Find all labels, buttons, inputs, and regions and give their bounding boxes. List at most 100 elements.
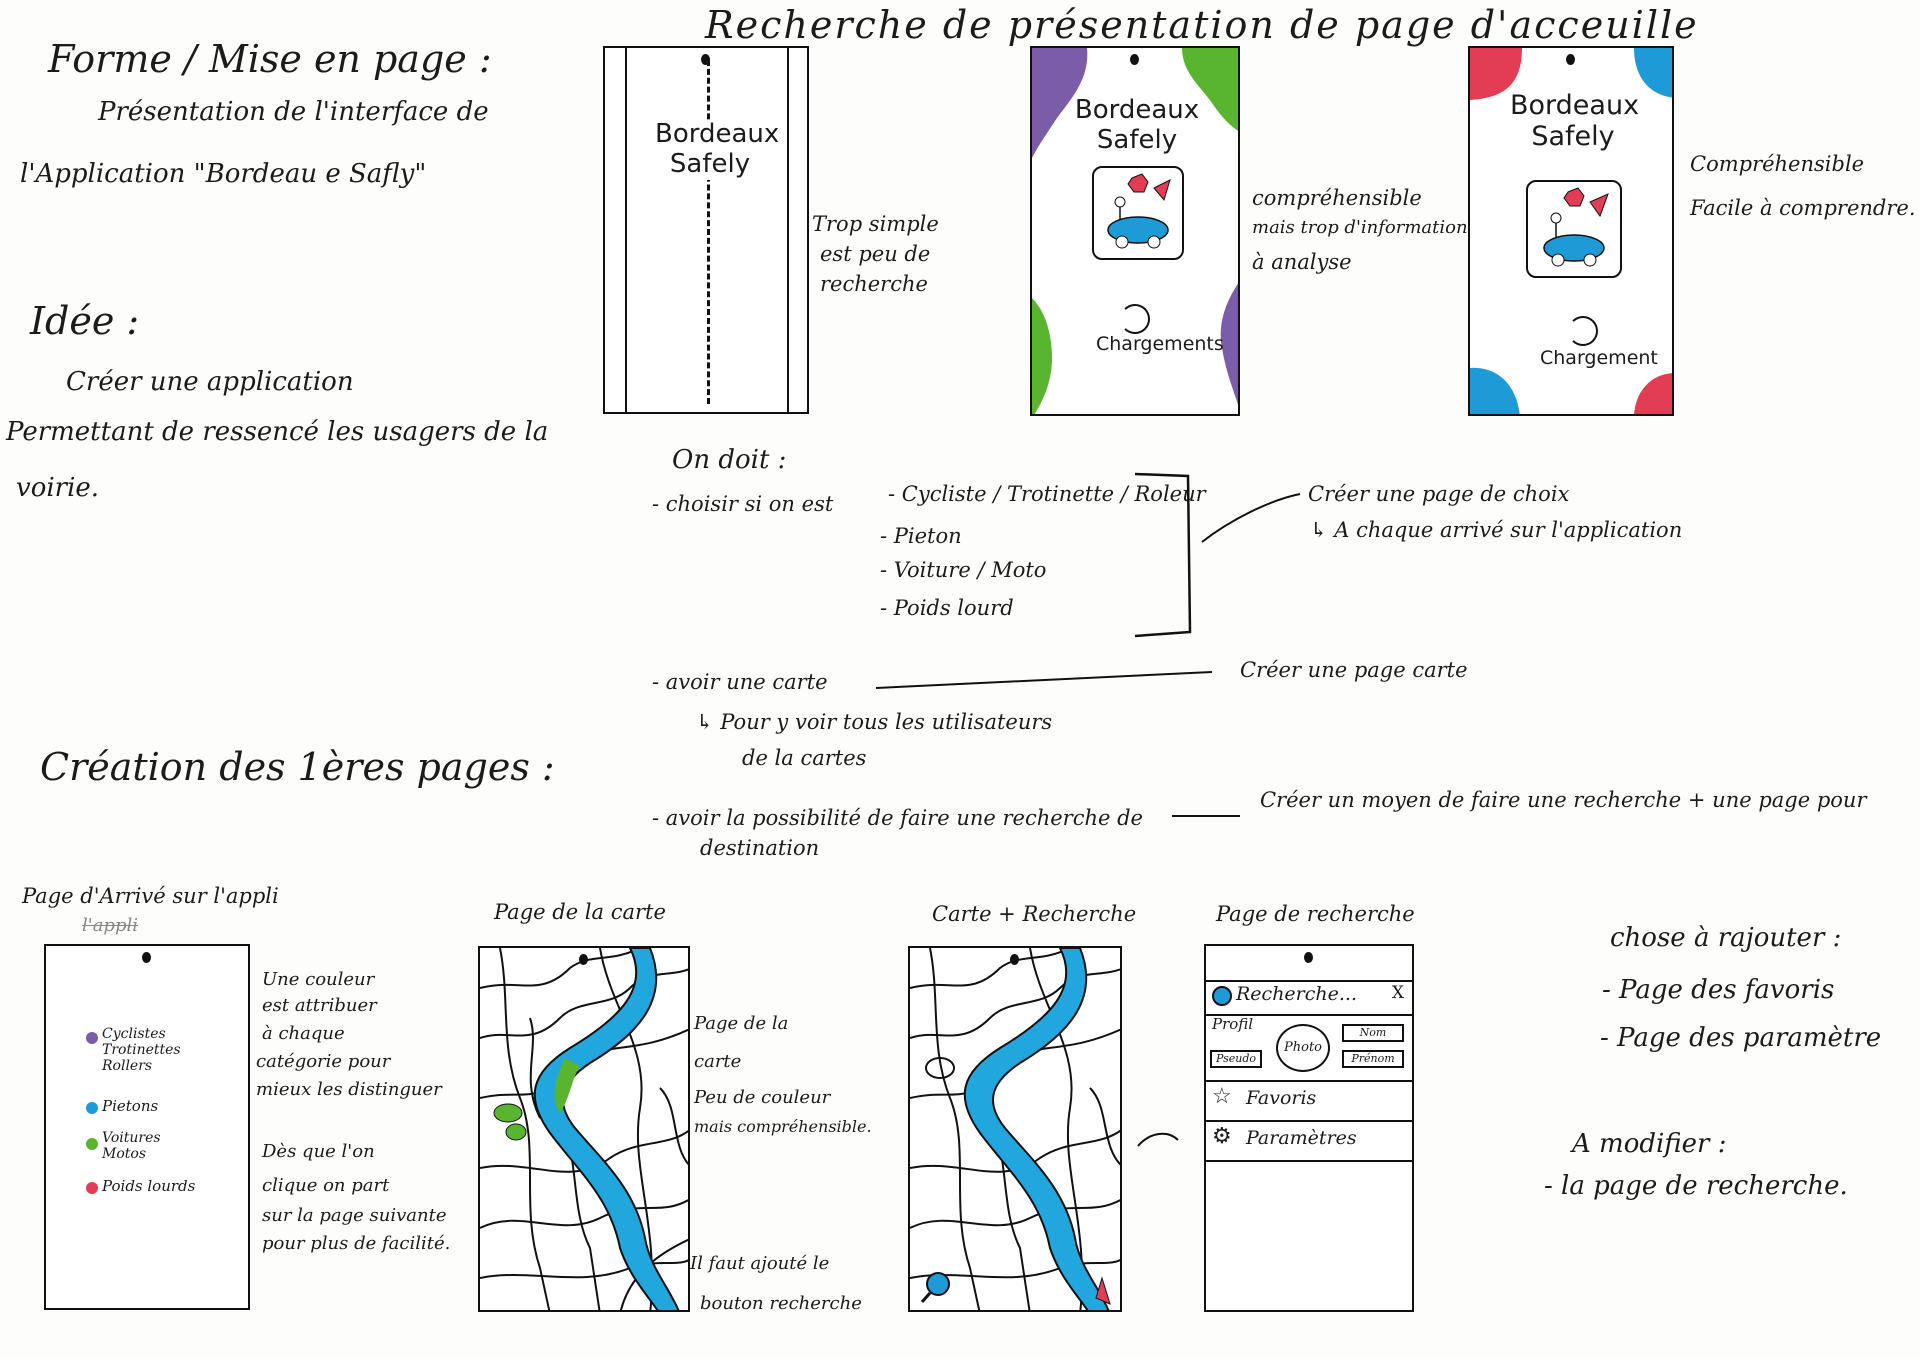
corner-circles bbox=[1470, 48, 1672, 414]
page3-title: Carte + Recherche bbox=[932, 902, 1137, 926]
legend-label-3: Voitures Motos bbox=[102, 1130, 161, 1163]
legend-dot-purple bbox=[86, 1032, 98, 1044]
legend-label-2: Pietons bbox=[102, 1097, 159, 1115]
blob-blue-top-right bbox=[1634, 48, 1672, 98]
comment-2-line2: mais trop d'information bbox=[1252, 217, 1468, 238]
ondoit-opt4: - Poids lourd bbox=[880, 596, 1014, 620]
ondoit-res2: Créer une page carte bbox=[1240, 658, 1468, 682]
ondoit-res1b: ↳ A chaque arrivé sur l'application bbox=[1310, 518, 1683, 542]
ondoit-item2b: ↳ Pour y voir tous les utilisateurs bbox=[696, 710, 1053, 734]
mockup-detailed: Bordeaux Safely Chargements bbox=[1030, 46, 1240, 416]
idea-line1: Créer une application bbox=[66, 367, 354, 397]
idea-line2: Permettant de ressencé les usagers de la bbox=[6, 417, 549, 447]
search-icon bbox=[1212, 986, 1232, 1006]
loading-label: Chargement bbox=[1540, 347, 1658, 369]
notch bbox=[579, 954, 588, 965]
settings-row[interactable]: ⚙ Paramètres bbox=[1206, 1120, 1412, 1162]
top-bar bbox=[1206, 946, 1412, 982]
page2-note1-l4: mais compréhensible. bbox=[694, 1117, 872, 1136]
ondoit-res3: Créer un moyen de faire une recherche + … bbox=[1260, 788, 1867, 812]
page4-title: Page de recherche bbox=[1216, 902, 1415, 926]
link-line-2 bbox=[875, 671, 1213, 689]
arrow-to-search bbox=[1137, 1132, 1179, 1147]
mockup-map-search bbox=[908, 946, 1122, 1312]
close-icon[interactable]: X bbox=[1391, 983, 1404, 1003]
blob-purple-top-left bbox=[1032, 48, 1088, 158]
app-name: Bordeaux Safely bbox=[1510, 90, 1640, 153]
page2-title: Page de la carte bbox=[494, 900, 666, 924]
comment-2-line3: à analyse bbox=[1252, 250, 1352, 274]
todo-item2: - Page des paramètre bbox=[1600, 1023, 1882, 1053]
legend-label-1: Cyclistes Trotinettes Rollers bbox=[102, 1026, 181, 1075]
comment-1-line3: recherche bbox=[820, 272, 928, 296]
page1-note1-l3: à chaque bbox=[262, 1023, 345, 1044]
green-marker-2 bbox=[505, 1123, 527, 1141]
blob-purple-bottom-right bbox=[1220, 283, 1238, 405]
mockup-search-page: Recherche... X Profil Pseudo Photo Nom P… bbox=[1204, 944, 1414, 1312]
comment-3-line1: Compréhensible bbox=[1690, 152, 1865, 176]
page2-note2-l1: Il faut ajouté le bbox=[690, 1253, 830, 1274]
app-name: Bordeaux Safely bbox=[1074, 95, 1200, 155]
pseudo-field: Pseudo bbox=[1210, 1050, 1262, 1068]
todo-item1: - Page des favoris bbox=[1602, 975, 1835, 1005]
heading-left: Forme / Mise en page : bbox=[48, 37, 492, 81]
ondoit-item3: - avoir la possibilité de faire une rech… bbox=[652, 806, 1143, 830]
profile-row[interactable]: Profil Pseudo Photo Nom Prénom bbox=[1206, 1014, 1412, 1082]
search-row[interactable]: Recherche... X bbox=[1206, 980, 1412, 1016]
logo-box bbox=[1526, 180, 1622, 278]
comment-1-line1: Trop simple bbox=[812, 212, 939, 236]
mockup-arrival: Cyclistes Trotinettes Rollers Pietons Vo… bbox=[44, 944, 250, 1310]
map-drawing bbox=[480, 948, 688, 1310]
loading-icon bbox=[1568, 316, 1598, 346]
notch bbox=[142, 952, 151, 963]
legend-dot-green bbox=[86, 1138, 98, 1150]
notch bbox=[1304, 952, 1313, 963]
page1-note2-l1: Dès que l'on bbox=[262, 1141, 375, 1162]
corner-blobs bbox=[1032, 48, 1238, 414]
page1-title-crossed: l'appli bbox=[82, 915, 138, 936]
nom-field: Nom bbox=[1342, 1024, 1404, 1042]
page1-note1-l2: est attribuer bbox=[262, 995, 377, 1016]
logo-icon bbox=[1543, 187, 1609, 267]
gear-icon: ⚙ bbox=[1212, 1124, 1232, 1149]
destination-marker bbox=[1095, 1276, 1111, 1305]
legend-dot-blue bbox=[86, 1102, 98, 1114]
page1-note1-l4: catégorie pour bbox=[256, 1051, 391, 1072]
search-button-icon bbox=[926, 1272, 950, 1296]
ondoit-item1: - choisir si on est bbox=[652, 492, 834, 516]
page2-note1-l1: Page de la bbox=[694, 1013, 789, 1034]
page2-note1-l3: Peu de couleur bbox=[694, 1087, 831, 1108]
comment-2-line1: compréhensible bbox=[1252, 186, 1422, 210]
logo-box bbox=[1092, 166, 1184, 260]
blob-red-top-left bbox=[1470, 48, 1522, 100]
notch bbox=[1010, 954, 1019, 965]
favorites-row[interactable]: ☆ Favoris bbox=[1206, 1080, 1412, 1122]
notch bbox=[701, 54, 710, 65]
link-line-1 bbox=[1201, 493, 1301, 543]
logo-icon bbox=[1107, 173, 1171, 249]
idea-title: Idée : bbox=[30, 299, 140, 343]
green-path bbox=[554, 1058, 580, 1113]
legend-label-4: Poids lourds bbox=[102, 1177, 196, 1195]
ondoit-opt2: - Pieton bbox=[880, 524, 962, 548]
map-drawing bbox=[910, 948, 1120, 1310]
page1-note2-l2: clique on part bbox=[262, 1175, 390, 1196]
comment-3-line2: Facile à comprendre. bbox=[1690, 196, 1916, 220]
page2-note2-l2: bouton recherche bbox=[700, 1293, 862, 1314]
ondoit-res1a: Créer une page de choix bbox=[1308, 482, 1570, 506]
page1-note1-l5: mieux les distinguer bbox=[256, 1079, 442, 1100]
search-label: Recherche... bbox=[1236, 983, 1357, 1005]
blob-blue-bottom-left bbox=[1470, 367, 1520, 414]
loading-icon bbox=[1120, 304, 1150, 334]
favorites-label: Favoris bbox=[1246, 1087, 1317, 1109]
comment-1-line2: est peu de bbox=[820, 242, 931, 266]
mockup-map bbox=[478, 946, 690, 1312]
page2-note1-l2: carte bbox=[694, 1051, 742, 1072]
river bbox=[533, 948, 680, 1310]
modify-item1: - la page de recherche. bbox=[1544, 1171, 1848, 1201]
vertical-line-left bbox=[625, 48, 627, 412]
blob-green-bottom-left bbox=[1032, 298, 1052, 414]
legend-dot-red bbox=[86, 1182, 98, 1194]
subtitle-line2: l'Application "Bordeau e Safly" bbox=[20, 159, 427, 189]
app-name: Bordeaux Safely bbox=[655, 119, 780, 180]
